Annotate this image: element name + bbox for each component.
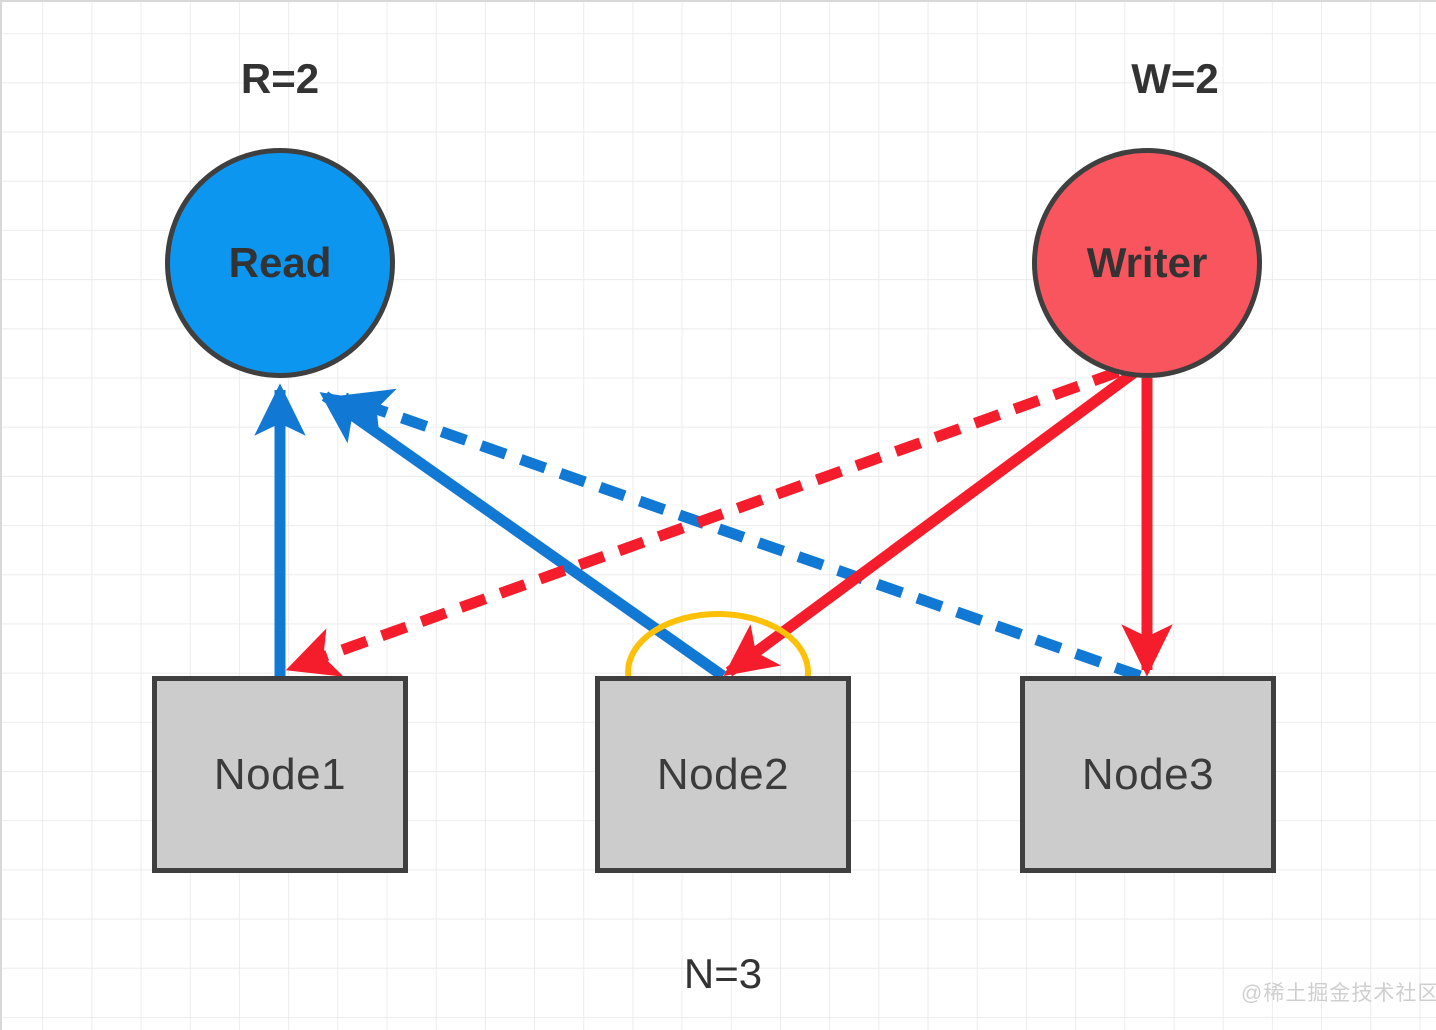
read-actor-label: Read	[228, 239, 332, 286]
node-box-node1[interactable]: Node1	[152, 676, 408, 873]
node-box-label-node3: Node3	[1081, 749, 1215, 799]
node-box-label-node1: Node1	[213, 749, 347, 799]
node-box-node2[interactable]: Node2	[595, 676, 851, 873]
edge-writer-node2	[723, 367, 1139, 677]
node-box-node3[interactable]: Node3	[1020, 676, 1276, 873]
canvas-top-border	[0, 0, 1436, 2]
edge-writer-node1	[285, 366, 1120, 677]
replica-count-label: N=3	[683, 950, 763, 997]
canvas-left-border	[0, 0, 2, 1030]
read-quorum-label: R=2	[240, 55, 320, 102]
writer-actor-label: Writer	[1086, 239, 1208, 286]
watermark-text: @稀土掘金技术社区	[1241, 982, 1436, 1005]
write-quorum-label: W=2	[1131, 55, 1219, 102]
read-actor-node[interactable]: Read	[165, 148, 395, 378]
writer-actor-node[interactable]: Writer	[1032, 148, 1262, 378]
node-box-label-node2: Node2	[656, 749, 790, 799]
edge-read-node3	[338, 388, 1142, 682]
